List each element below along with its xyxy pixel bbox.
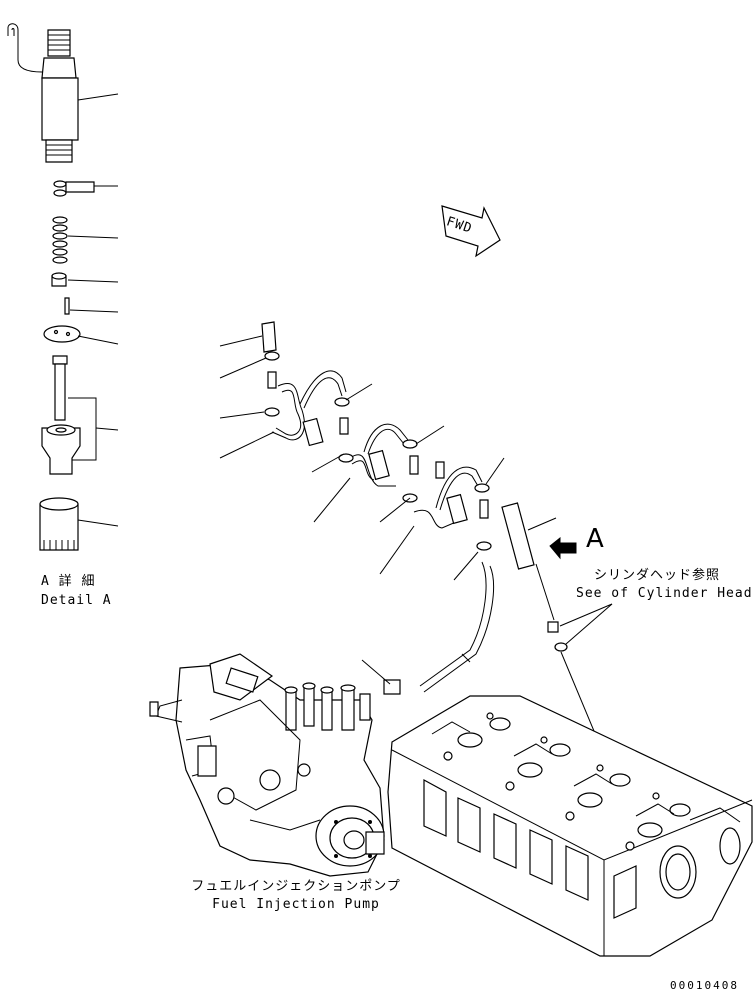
fwd-arrow-icon: [442, 206, 500, 256]
shim-pin-part: [54, 181, 94, 196]
fuel-pump-label-en: Fuel Injection Pump: [212, 897, 380, 912]
fuel-pump-label-jp: フュエルインジェクションポンプ: [191, 879, 401, 894]
injector-holder: [8, 24, 78, 162]
cylinder-head-ref-en: See of Cylinder Head: [576, 586, 753, 601]
pin-part: [65, 298, 69, 314]
fuel-injection-pump-illustration: [150, 654, 384, 876]
nozzle-nut-part: [40, 498, 78, 550]
drawing-code: 00010408: [670, 979, 739, 992]
view-a-letter: A: [586, 524, 605, 554]
detail-a-title-jp: A 詳 細: [41, 574, 96, 589]
spring-seat-part: [52, 273, 66, 286]
cylinder-head-ref-jp: シリンダヘッド参照: [594, 568, 721, 583]
cylinder-head-illustration: [388, 696, 752, 956]
spring-part: [53, 217, 67, 263]
distance-piece-part: [44, 326, 80, 342]
detail-a-leader-lines: [68, 94, 118, 526]
nozzle-part: [42, 356, 80, 474]
detail-a-title-en: Detail A: [41, 593, 112, 608]
